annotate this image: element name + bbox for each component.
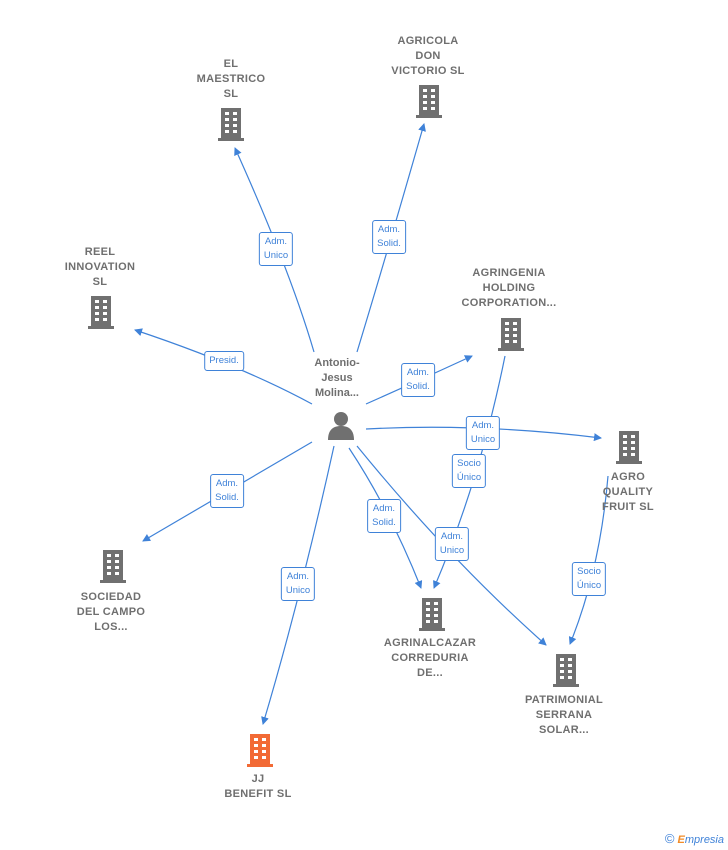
company-label: EL MAESTRICO SL <box>196 58 266 100</box>
edge-label-el-maestrico: Adm. Unico <box>258 232 294 266</box>
person-icon <box>328 412 354 440</box>
building-icon <box>218 108 244 141</box>
edge-label-agrinalcazar: Adm. Solid. <box>367 499 401 533</box>
building-icon <box>553 654 579 687</box>
company-label: AGRO QUALITY FRUIT SL <box>602 471 654 513</box>
edge-label-jj-benefit: Adm. Unico <box>280 567 316 601</box>
edge-label-agro-quality: Adm. Unico <box>465 416 501 450</box>
edge-label-agro-patrimonial: Socio Único <box>571 562 607 596</box>
brand-initial: E <box>677 834 685 846</box>
copyright-icon: © <box>664 831 675 846</box>
building-icon <box>416 85 442 118</box>
building-icon <box>100 550 126 583</box>
company-label: SOCIEDAD DEL CAMPO LOS... <box>76 591 146 633</box>
brand-name: mpresia <box>684 834 724 846</box>
company-label: REEL INNOVATION SL <box>64 246 136 288</box>
company-label: AGRINALCAZAR CORREDURIA DE... <box>383 637 477 679</box>
edge-label-patrimonial: Adm. Unico <box>434 527 470 561</box>
building-icon <box>247 734 273 767</box>
edge-label-sociedad: Adm. Solid. <box>210 474 244 508</box>
person-label: Antonio- Jesus Molina... <box>314 357 360 399</box>
footer-brand: © Empresia <box>665 831 724 846</box>
company-label: JJ BENEFIT SL <box>224 773 292 800</box>
building-icon <box>419 598 445 631</box>
edge-label-agringenia-agrinalcazar: Socio Único <box>451 454 487 488</box>
company-label: AGRICOLA DON VICTORIO SL <box>391 35 465 77</box>
company-label: AGRINGENIA HOLDING CORPORATION... <box>461 267 557 309</box>
edge-label-agringenia: Adm. Solid. <box>401 363 435 397</box>
company-label: PATRIMONIAL SERRANA SOLAR... <box>524 694 604 736</box>
building-icon <box>88 296 114 329</box>
building-icon <box>498 318 524 351</box>
edge-label-agricola: Adm. Solid. <box>372 220 406 254</box>
building-icon <box>616 431 642 464</box>
edge-label-reel: Presid. <box>204 351 244 371</box>
